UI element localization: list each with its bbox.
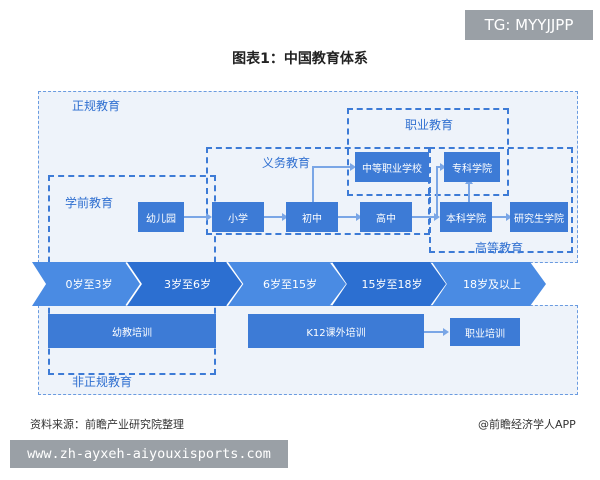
nonformal-education-label: 非正规教育: [72, 375, 133, 389]
junior-high-box: 初中: [286, 202, 338, 232]
age-stage-chevron: 0岁至3岁: [32, 262, 140, 306]
kindergarten-box: 幼儿园: [138, 202, 184, 232]
connector-to-junior-college: [436, 166, 442, 168]
compulsory-education-label: 义务教育: [262, 156, 311, 170]
vocational-education-label: 职业教育: [405, 118, 454, 132]
age-stage-label: 18岁及以上: [463, 278, 521, 291]
age-stage-label: 3岁至6岁: [164, 278, 211, 291]
senior-high-box: 高中: [360, 202, 412, 232]
early-education-training-box: 幼教培训: [48, 314, 216, 348]
connector-junior-senior: [338, 216, 358, 218]
watermark-badge: TG: MYYJJPP: [465, 10, 593, 40]
higher-education-boundary: [429, 147, 573, 253]
arrow-head: [282, 213, 288, 221]
connector-junior-up: [312, 167, 314, 202]
connector-to-secondary-vocational: [312, 166, 352, 168]
source-note: 资料来源：前瞻产业研究院整理: [30, 418, 184, 431]
age-stage-label: 0岁至3岁: [65, 278, 113, 291]
primary-school-box: 小学: [212, 202, 264, 232]
graduate-school-box: 研究生学院: [510, 202, 568, 232]
k12-tutoring-box: K12课外培训: [248, 314, 424, 348]
age-stage-label: 15岁至18岁: [361, 278, 423, 291]
undergraduate-college-box: 本科学院: [440, 202, 492, 232]
age-stage-chevron: 18岁及以上: [432, 262, 546, 306]
preschool-education-label: 学前教育: [65, 196, 114, 210]
secondary-vocational-school-box: 中等职业学校: [355, 152, 429, 182]
age-stage-label: 6岁至15岁: [263, 278, 317, 291]
connector-undergraduate-graduate: [492, 216, 508, 218]
arrow-head: [443, 328, 449, 336]
arrow-head: [350, 163, 356, 171]
age-stage-chevron: 15岁至18岁: [332, 262, 446, 306]
junior-college-box: 专科学院: [444, 152, 500, 182]
formal-education-label: 正规教育: [72, 99, 121, 113]
connector-junior-college-undergraduate: [468, 181, 470, 202]
connector-k12-vocational: [424, 331, 444, 333]
figure-title: 图表1：中国教育体系: [232, 51, 368, 67]
age-stage-chevron: 3岁至6岁: [127, 262, 242, 306]
age-stage-chevron: 6岁至15岁: [228, 262, 346, 306]
url-watermark: www.zh-ayxeh-aiyouxisports.com: [10, 440, 288, 468]
connector-kindergarten-primary: [184, 216, 208, 218]
vocational-training-box: 职业培训: [450, 318, 520, 346]
arrow-head: [206, 213, 212, 221]
arrow-head: [506, 213, 512, 221]
arrow-head: [356, 213, 362, 221]
connector-primary-junior: [264, 216, 284, 218]
brand-credit: @前瞻经济学人APP: [478, 418, 576, 431]
arrow-head: [440, 163, 446, 171]
connector-senior-up: [436, 166, 438, 218]
connector-senior-undergraduate: [412, 216, 436, 218]
